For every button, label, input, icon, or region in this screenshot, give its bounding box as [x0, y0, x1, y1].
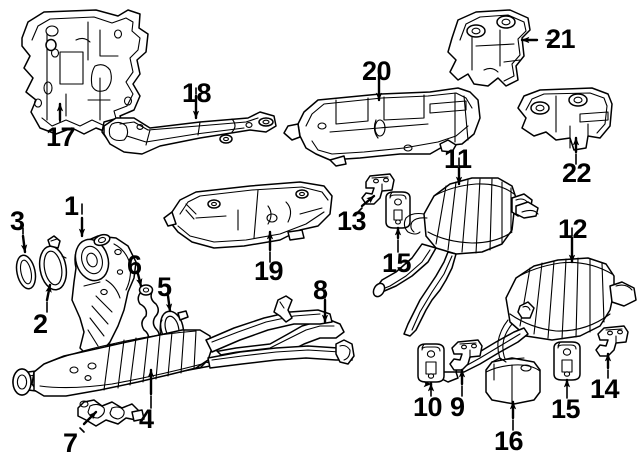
callout-label-9: 9	[450, 392, 465, 422]
part-19-shape	[163, 181, 333, 249]
callout-label-16: 16	[494, 426, 524, 456]
callout-leaders	[20, 36, 612, 433]
callout-label-1: 1	[64, 191, 79, 221]
callout-label-5: 5	[157, 272, 172, 302]
part-20-shape	[283, 87, 481, 167]
part-3-shape	[15, 254, 37, 290]
part-10-shape	[417, 343, 445, 383]
part-12-shape	[439, 257, 637, 383]
callout-label-4: 4	[139, 404, 154, 434]
callout-label-18: 18	[182, 78, 212, 108]
part-22-shape	[517, 87, 613, 151]
callout-label-2: 2	[33, 309, 48, 339]
callout-label-8: 8	[313, 275, 328, 305]
part-8-shape	[12, 295, 355, 397]
callout-label-11: 11	[444, 144, 472, 174]
callout-label-10: 10	[413, 392, 443, 422]
part-15-upper-shape	[385, 191, 411, 229]
part-21-shape	[447, 9, 531, 87]
callout-label-3: 3	[10, 206, 25, 236]
callout-label-22: 22	[562, 158, 592, 188]
callout-label-12: 12	[558, 214, 588, 244]
part-18-shape	[103, 111, 277, 155]
callout-label-15b: 15	[551, 394, 581, 424]
part-7-shape	[77, 399, 145, 427]
callout-label-17: 17	[46, 122, 76, 152]
part-2-shape	[38, 235, 68, 291]
callout-label-6: 6	[127, 250, 142, 280]
callout-label-13: 13	[337, 206, 367, 236]
part-16-shape	[485, 357, 541, 405]
callout-label-21: 21	[546, 24, 576, 54]
callout-label-19: 19	[254, 256, 284, 286]
part-17-shape	[21, 9, 149, 143]
callout-label-20: 20	[362, 56, 392, 86]
callout-label-15: 15	[382, 248, 412, 278]
callout-label-7: 7	[63, 428, 78, 458]
callout-label-14: 14	[590, 374, 620, 404]
part-15-lower-shape	[553, 341, 581, 381]
part-11-shape	[372, 177, 539, 337]
